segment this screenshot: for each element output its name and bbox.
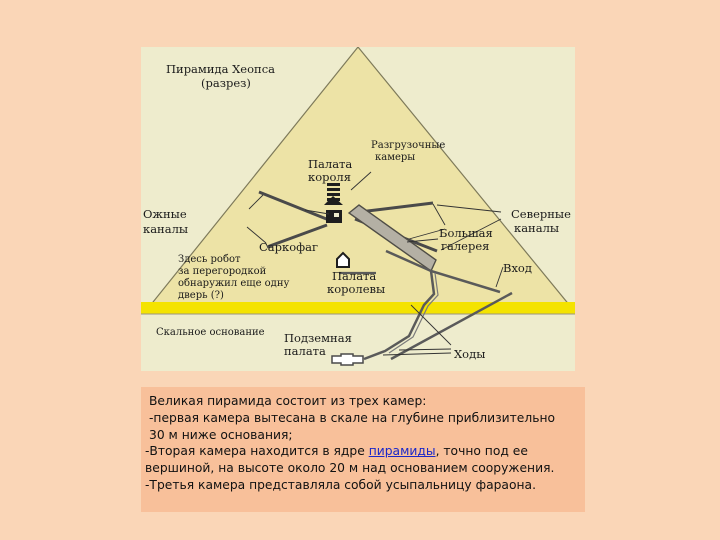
well-shaft [363,270,436,361]
caption-line-3: -Вторая камера находится в ядре пирамиды… [145,443,571,477]
diagram-subtitle: (разрез) [201,76,251,90]
label-kings-chamber-2: короля [308,170,351,184]
queens-chamber [336,251,350,268]
label-queens-chamber-2: королевы [327,282,385,296]
pyramid-link[interactable]: пирамиды [368,444,436,459]
entrance-passage [390,291,513,361]
label-sarcophagus: Саркофаг [259,240,318,254]
caption-line-1: Великая пирамида состоит из трех камер: [149,394,427,408]
label-robot-2: за перегородкой [178,266,267,277]
label-kings-chamber-1: Палата [308,157,352,171]
label-south-shafts-2: каналы [143,222,188,236]
leader-lines [246,171,504,356]
unloading-chambers [324,183,343,205]
diagram-title: Пирамида Хеопса [166,62,275,76]
label-grand-gallery-1: Большая [439,226,493,240]
well-shaft-inner [388,272,439,354]
label-entrance: Вход [503,261,532,275]
caption-box: Великая пирамида состоит из трех камер: … [141,387,585,512]
subterranean-chamber [331,353,364,366]
south-shafts [258,190,330,249]
label-subterranean-2: палата [284,344,326,358]
label-grand-gallery-2: галерея [441,239,489,253]
label-robot-1: Здесь робот [178,254,241,265]
label-north-shafts-1: Северные [511,207,571,221]
bedrock-layer [141,302,575,314]
caption-line-4: -Третья камера представляла собой усыпал… [145,477,536,492]
label-queens-chamber-1: Палата [332,269,376,283]
sarcophagus-box [334,213,339,217]
grand-gallery [347,204,437,273]
label-unloading-chambers-2: камеры [375,152,415,163]
label-subterranean-1: Подземная [284,331,352,345]
label-robot-3: обнаружил еще одну [178,278,290,289]
caption-line-3-end: , точно под ее вершиной, на высоте около… [145,444,555,476]
caption-line-3-start: -Вторая камера находится в ядре [145,444,369,459]
label-south-shafts-1: Ожные [143,207,187,221]
label-robot-4: дверь (?) [178,290,224,301]
pyramid-cross-section-diagram: Пирамида Хеопса (разрез) Разгрузочные ка… [141,47,575,371]
label-unloading-chambers-1: Разгрузочные [371,140,445,151]
label-bedrock: Скальное основание [156,327,265,338]
label-passages: Ходы [454,347,485,361]
label-north-shafts-2: каналы [514,221,559,235]
caption-line-2: -первая камера вытесана в скале на глуби… [149,410,556,442]
